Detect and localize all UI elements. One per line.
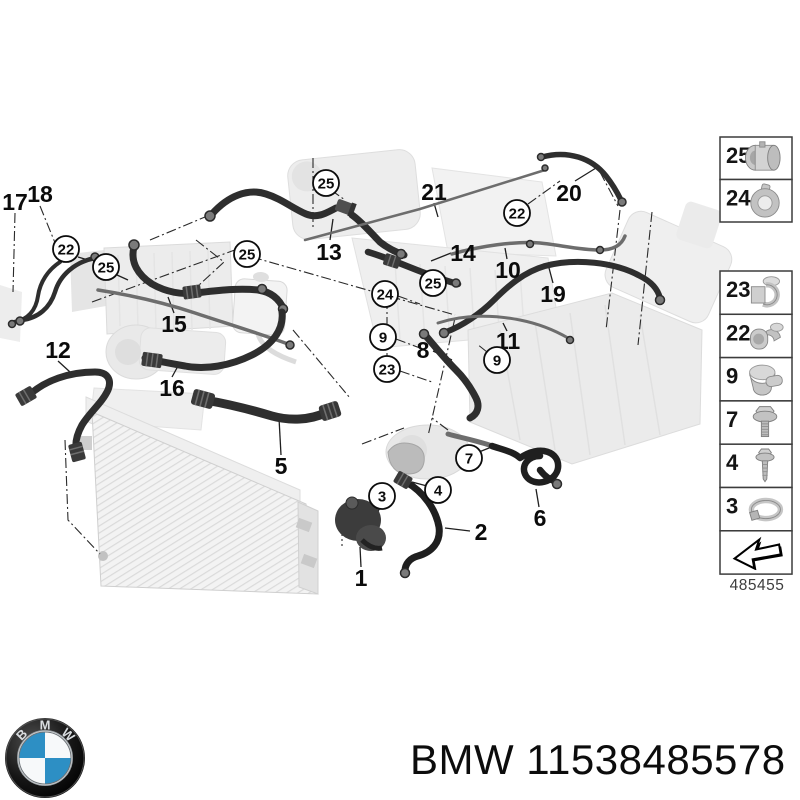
fastener-callout-3: 3 bbox=[368, 482, 396, 510]
fastener-callout-4: 4 bbox=[424, 476, 452, 504]
radiator bbox=[80, 396, 319, 595]
hose-layer bbox=[7, 151, 666, 579]
svg-text:4: 4 bbox=[726, 450, 739, 475]
part-callout-18: 18 bbox=[27, 181, 53, 207]
construction-lines bbox=[12, 158, 653, 555]
legend-item-3: 3 bbox=[719, 486, 793, 532]
svg-text:25: 25 bbox=[318, 176, 335, 193]
pipe-11 bbox=[436, 314, 570, 340]
fastener-callout-22: 22 bbox=[503, 199, 531, 227]
part-number-title: BMW 11538485578 bbox=[410, 736, 786, 783]
svg-text:9: 9 bbox=[493, 353, 501, 370]
fastener-callout-25: 25 bbox=[312, 169, 340, 197]
svg-text:4: 4 bbox=[434, 483, 443, 500]
hose-13 bbox=[208, 188, 340, 220]
part-callout-15: 15 bbox=[161, 311, 187, 337]
hose-18 bbox=[19, 255, 98, 323]
part-callout-20: 20 bbox=[556, 180, 582, 206]
part-callout-2: 2 bbox=[475, 519, 488, 545]
pipe-21 bbox=[303, 168, 547, 242]
fastener-callout-9: 9 bbox=[483, 346, 511, 374]
part-callout-21: 21 bbox=[421, 179, 447, 205]
logo-letter-M: M bbox=[40, 718, 51, 733]
svg-text:9: 9 bbox=[726, 364, 738, 389]
part-callout-13: 13 bbox=[316, 239, 342, 265]
bellows-coupler bbox=[141, 351, 163, 369]
bmw-logo: BMW bbox=[5, 718, 85, 798]
fastener-callout-9: 9 bbox=[369, 323, 397, 351]
svg-text:23: 23 bbox=[726, 277, 750, 302]
part-callout-5: 5 bbox=[275, 453, 288, 479]
hose-16 bbox=[141, 308, 286, 371]
hose-12 bbox=[24, 368, 113, 454]
legend-item-22: 22 bbox=[719, 313, 793, 359]
svg-text:22: 22 bbox=[58, 242, 75, 259]
hose-2 bbox=[401, 478, 443, 575]
fastener-callout-22: 22 bbox=[52, 235, 80, 263]
svg-text:7: 7 bbox=[465, 451, 473, 468]
hose-6 bbox=[488, 442, 562, 486]
hose-8 bbox=[422, 332, 482, 422]
hose-5 bbox=[200, 395, 330, 424]
svg-text:7: 7 bbox=[726, 407, 738, 432]
part-callout-16: 16 bbox=[159, 375, 185, 401]
electric-water-pump bbox=[335, 496, 386, 551]
legend-item-24: 24 bbox=[719, 178, 793, 223]
fastener-callout-23: 23 bbox=[373, 355, 401, 383]
part-callout-12: 12 bbox=[45, 337, 71, 363]
svg-text:25: 25 bbox=[425, 276, 442, 293]
part-callout-17: 17 bbox=[2, 189, 28, 215]
pipe-10 bbox=[450, 234, 627, 256]
bellows-coupler bbox=[182, 284, 202, 300]
svg-text:3: 3 bbox=[378, 489, 386, 506]
legend-item-arrow bbox=[719, 530, 793, 575]
part-callout-19: 19 bbox=[540, 281, 566, 307]
fastener-callout-25: 25 bbox=[233, 240, 261, 268]
svg-text:24: 24 bbox=[377, 287, 394, 304]
fastener-callouts: 22 25 25 25 22 24 25 9 9 23 7 3 4 bbox=[52, 169, 531, 510]
fastener-callout-25: 25 bbox=[419, 269, 447, 297]
hose-6-feed bbox=[445, 431, 495, 449]
hose-19 bbox=[443, 258, 663, 335]
brand-footer: BMW BMW 11538485578 bbox=[5, 718, 786, 798]
legend-item-4: 4 bbox=[719, 443, 793, 489]
fastener-callout-24: 24 bbox=[371, 280, 399, 308]
legend-item-9: 9 bbox=[719, 356, 793, 402]
svg-text:22: 22 bbox=[726, 320, 750, 345]
svg-text:25: 25 bbox=[98, 260, 115, 277]
diagram-code: 485455 bbox=[730, 577, 785, 594]
part-callout-6: 6 bbox=[534, 505, 547, 531]
coolant-pipe-left bbox=[96, 288, 290, 346]
part-callout-14: 14 bbox=[450, 240, 476, 266]
legend-item-23: 23 bbox=[719, 270, 793, 316]
legend-item-25: 25 bbox=[719, 136, 793, 181]
part-callout-8: 8 bbox=[417, 337, 430, 363]
svg-text:24: 24 bbox=[726, 186, 751, 211]
fastener-callout-25: 25 bbox=[92, 253, 120, 281]
part-callout-10: 10 bbox=[495, 257, 521, 283]
hose-17 bbox=[12, 260, 62, 324]
svg-text:22: 22 bbox=[509, 206, 526, 223]
legend-item-7: 7 bbox=[719, 400, 793, 445]
svg-text:25: 25 bbox=[239, 247, 256, 264]
svg-text:23: 23 bbox=[379, 362, 396, 379]
hose-20 bbox=[539, 151, 624, 203]
svg-text:3: 3 bbox=[726, 494, 738, 519]
part-callout-1: 1 bbox=[355, 565, 368, 591]
fastener-callout-7: 7 bbox=[455, 444, 483, 472]
legend-sidebar: 25 24 23 22 9 7 4 3 bbox=[719, 136, 793, 575]
svg-text:9: 9 bbox=[379, 330, 387, 347]
